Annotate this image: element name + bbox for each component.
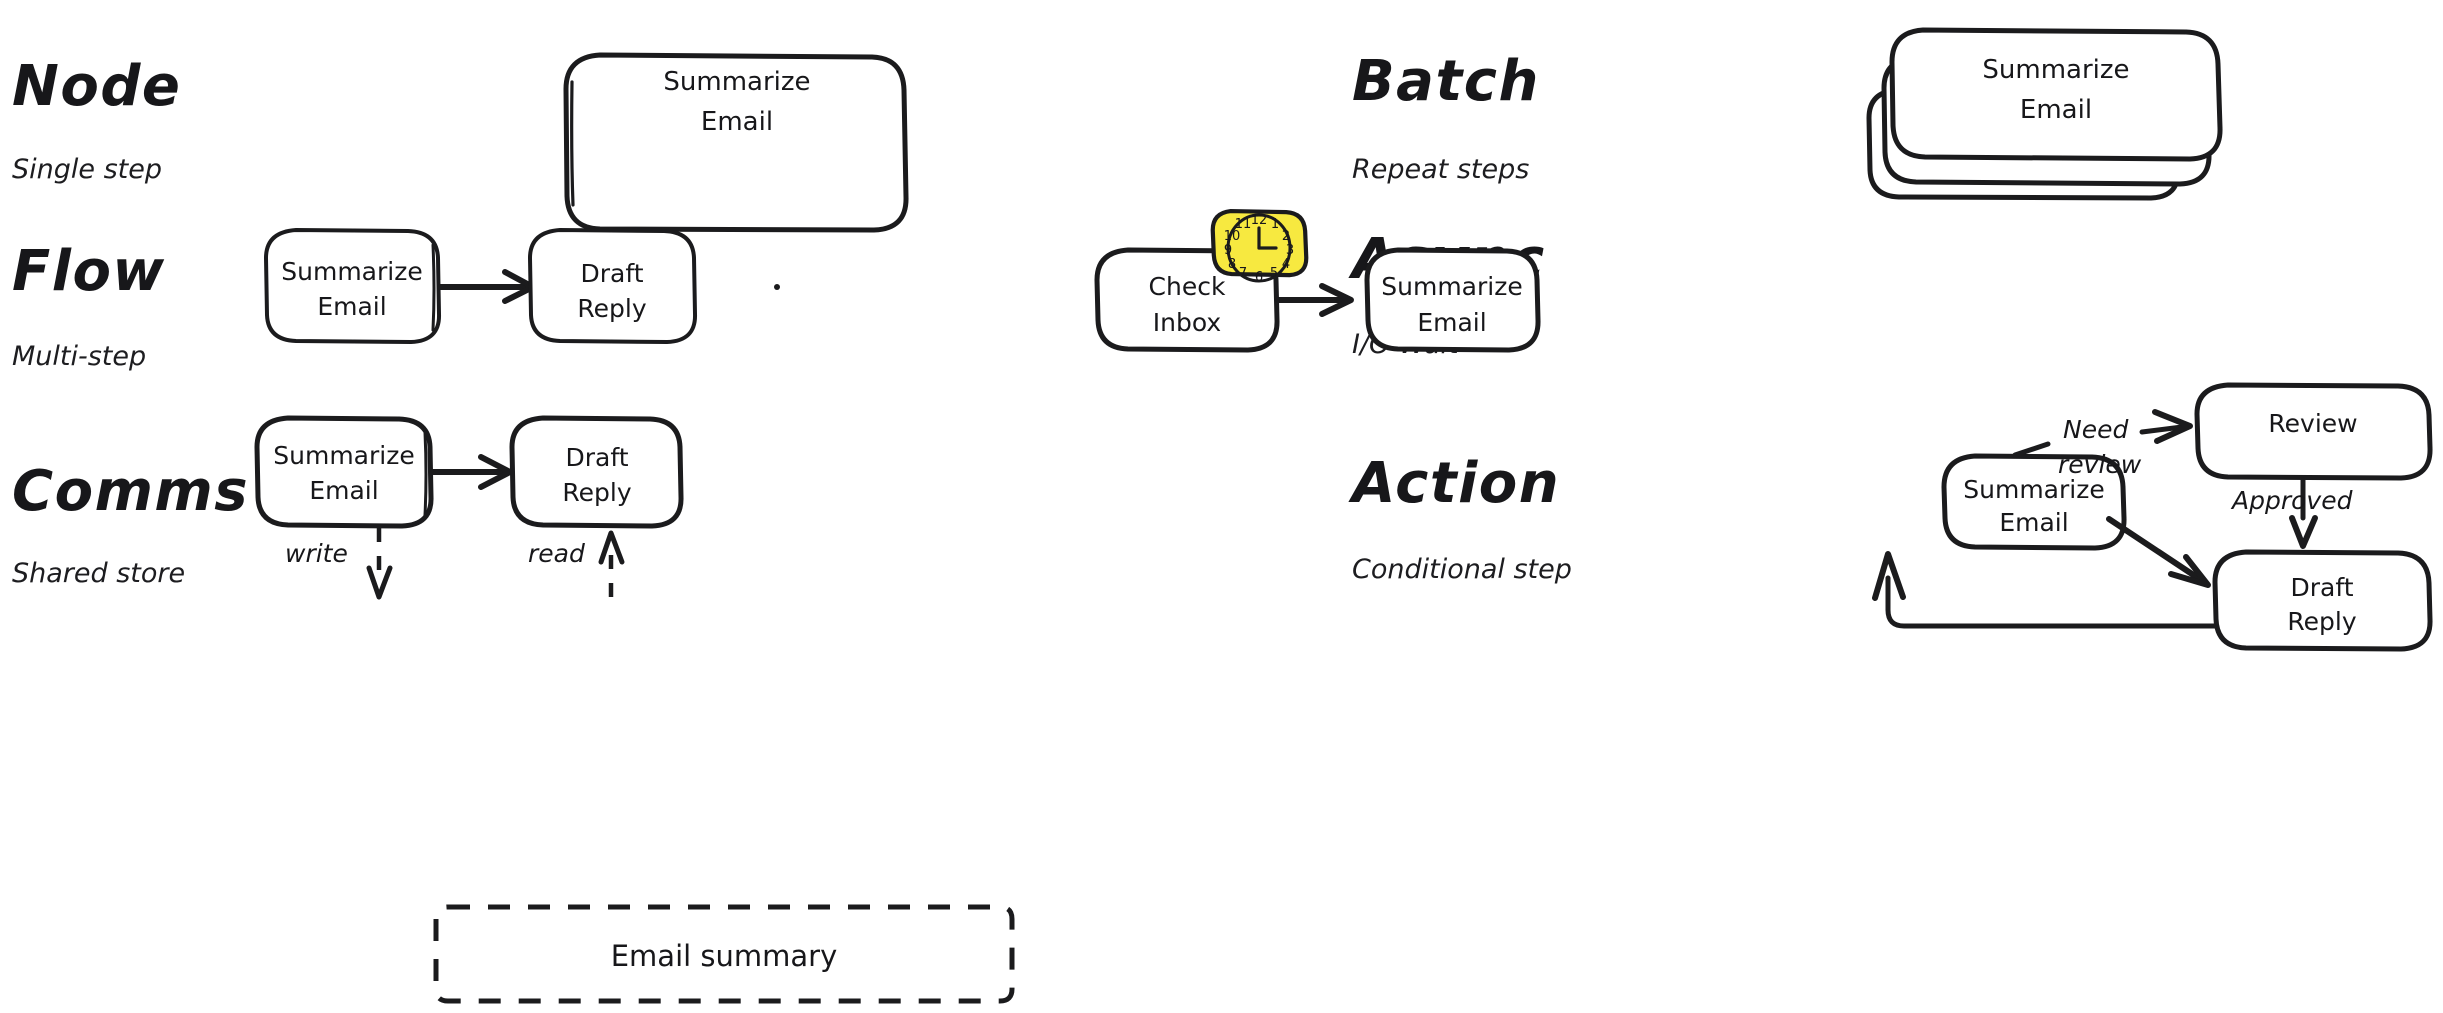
section-subtitle-comms: Shared store: [12, 558, 185, 589]
clock-num-9: 9: [1224, 243, 1232, 258]
comms-node-draft[interactable]: Draft Reply: [509, 415, 684, 529]
batch-card-front[interactable]: Summarize Email: [1889, 27, 2223, 162]
section-batch: Batch Repeat steps Summarize Email: [1352, 27, 2223, 201]
node-label-line2: Reply: [577, 294, 646, 323]
action-node-review[interactable]: Review: [2194, 382, 2433, 481]
clock-num-4: 4: [1282, 257, 1290, 272]
section-title-node: Node: [12, 54, 181, 119]
action-edge-approved: Approved: [2230, 477, 2353, 549]
section-title-batch: Batch: [1352, 49, 1540, 114]
edge-label-review: review: [2058, 450, 2142, 479]
clock-num-10: 10: [1224, 229, 1241, 244]
section-flow: Flow Multi-step Summarize Draft Email Dr…: [12, 228, 780, 372]
node-label-line2: Reply: [562, 478, 631, 507]
clock-num-2: 2: [1282, 229, 1290, 244]
node-label-line1: Check: [1149, 272, 1226, 301]
section-title-action: Action: [1348, 451, 1560, 516]
edge-label-approved: Approved: [2230, 486, 2353, 515]
node-label-line2: Email: [1417, 308, 1486, 337]
section-title-flow: Flow: [12, 239, 166, 304]
node-label-line2: Email: [1999, 508, 2068, 537]
action-node-draft[interactable]: Draft Reply: [2212, 549, 2433, 652]
section-subtitle-flow: Multi-step: [12, 341, 146, 372]
clock-num-7: 7: [1239, 266, 1247, 281]
clock-num-5: 5: [1270, 266, 1278, 281]
node-label-line1: Summarize: [273, 441, 414, 470]
node-label-line1: Summarize: [1381, 272, 1522, 301]
node-label-line1: Summarize: [281, 257, 422, 286]
store-label: Email summary: [611, 939, 838, 973]
clock-num-11: 11: [1235, 217, 1252, 232]
comms-edge-summarize-to-draft: [429, 454, 513, 490]
edge-label-read: read: [528, 539, 585, 568]
comms-edge-read: read: [528, 530, 625, 597]
node-label-line2: Email: [309, 476, 378, 505]
action-edge-need-review: Need review: [2012, 409, 2193, 479]
node-label-line1: Draft: [565, 443, 628, 472]
section-node: Node Single step Summarize Email: [12, 52, 909, 233]
section-comms: Comms Shared store Summarize Email Draft…: [12, 415, 1015, 1004]
node-label-line2b: Email: [317, 292, 386, 321]
async-node-summarize[interactable]: Summarize Email: [1364, 247, 1541, 353]
clock-num-6: 6: [1255, 270, 1263, 285]
async-edge-check-to-summarize: [1275, 283, 1354, 317]
flow-node-summarize[interactable]: Summarize Draft Email: [264, 228, 442, 344]
node-label-line1: Summarize: [1963, 475, 2104, 504]
clock-num-1: 1: [1271, 217, 1279, 232]
section-title-comms: Comms: [12, 459, 249, 524]
section-subtitle-action: Conditional step: [1352, 554, 1572, 585]
node-label-line2: Email: [2020, 95, 2092, 125]
node-label-line2: Inbox: [1153, 308, 1221, 337]
clock-num-3: 3: [1286, 243, 1294, 258]
section-subtitle-node: Single step: [12, 154, 162, 185]
comms-node-summarize[interactable]: Summarize Email: [254, 415, 434, 529]
action-edge-summarize-to-draft: [2106, 516, 2211, 588]
clock-num-8: 8: [1228, 257, 1236, 272]
node-label-line1: Draft: [580, 259, 643, 288]
edge-label-write: write: [285, 539, 348, 568]
section-action: Action Conditional step Summarize Email …: [1348, 382, 2433, 652]
comms-edge-write: write: [285, 528, 393, 600]
flow-node-draft[interactable]: Draft Reply: [528, 228, 698, 344]
section-async: Async I/O Wait Check Inbox 12 1 2 3 4 5 …: [1094, 208, 1544, 360]
node-label-review: Review: [2268, 409, 2357, 438]
action-edge-loop-back: [1872, 551, 2218, 629]
section-subtitle-batch: Repeat steps: [1352, 154, 1529, 185]
action-node-summarize[interactable]: Summarize Email: [1941, 453, 2127, 551]
edge-label-need: Need: [2063, 415, 2128, 444]
node-summarize-email[interactable]: Summarize Email: [563, 52, 909, 233]
clock-num-12: 12: [1251, 213, 1268, 228]
node-label-line2: Email: [701, 107, 773, 137]
comms-shared-store[interactable]: Email summary: [433, 904, 1015, 1004]
node-label-line2: Reply: [2287, 607, 2356, 636]
clock-icon: 12 1 2 3 4 5 6 7 8 9 10 11: [1210, 208, 1309, 285]
node-label-line1: Draft: [2290, 573, 2353, 602]
node-label-line1: Summarize: [663, 67, 810, 97]
node-label-line1: Summarize: [1982, 55, 2129, 85]
